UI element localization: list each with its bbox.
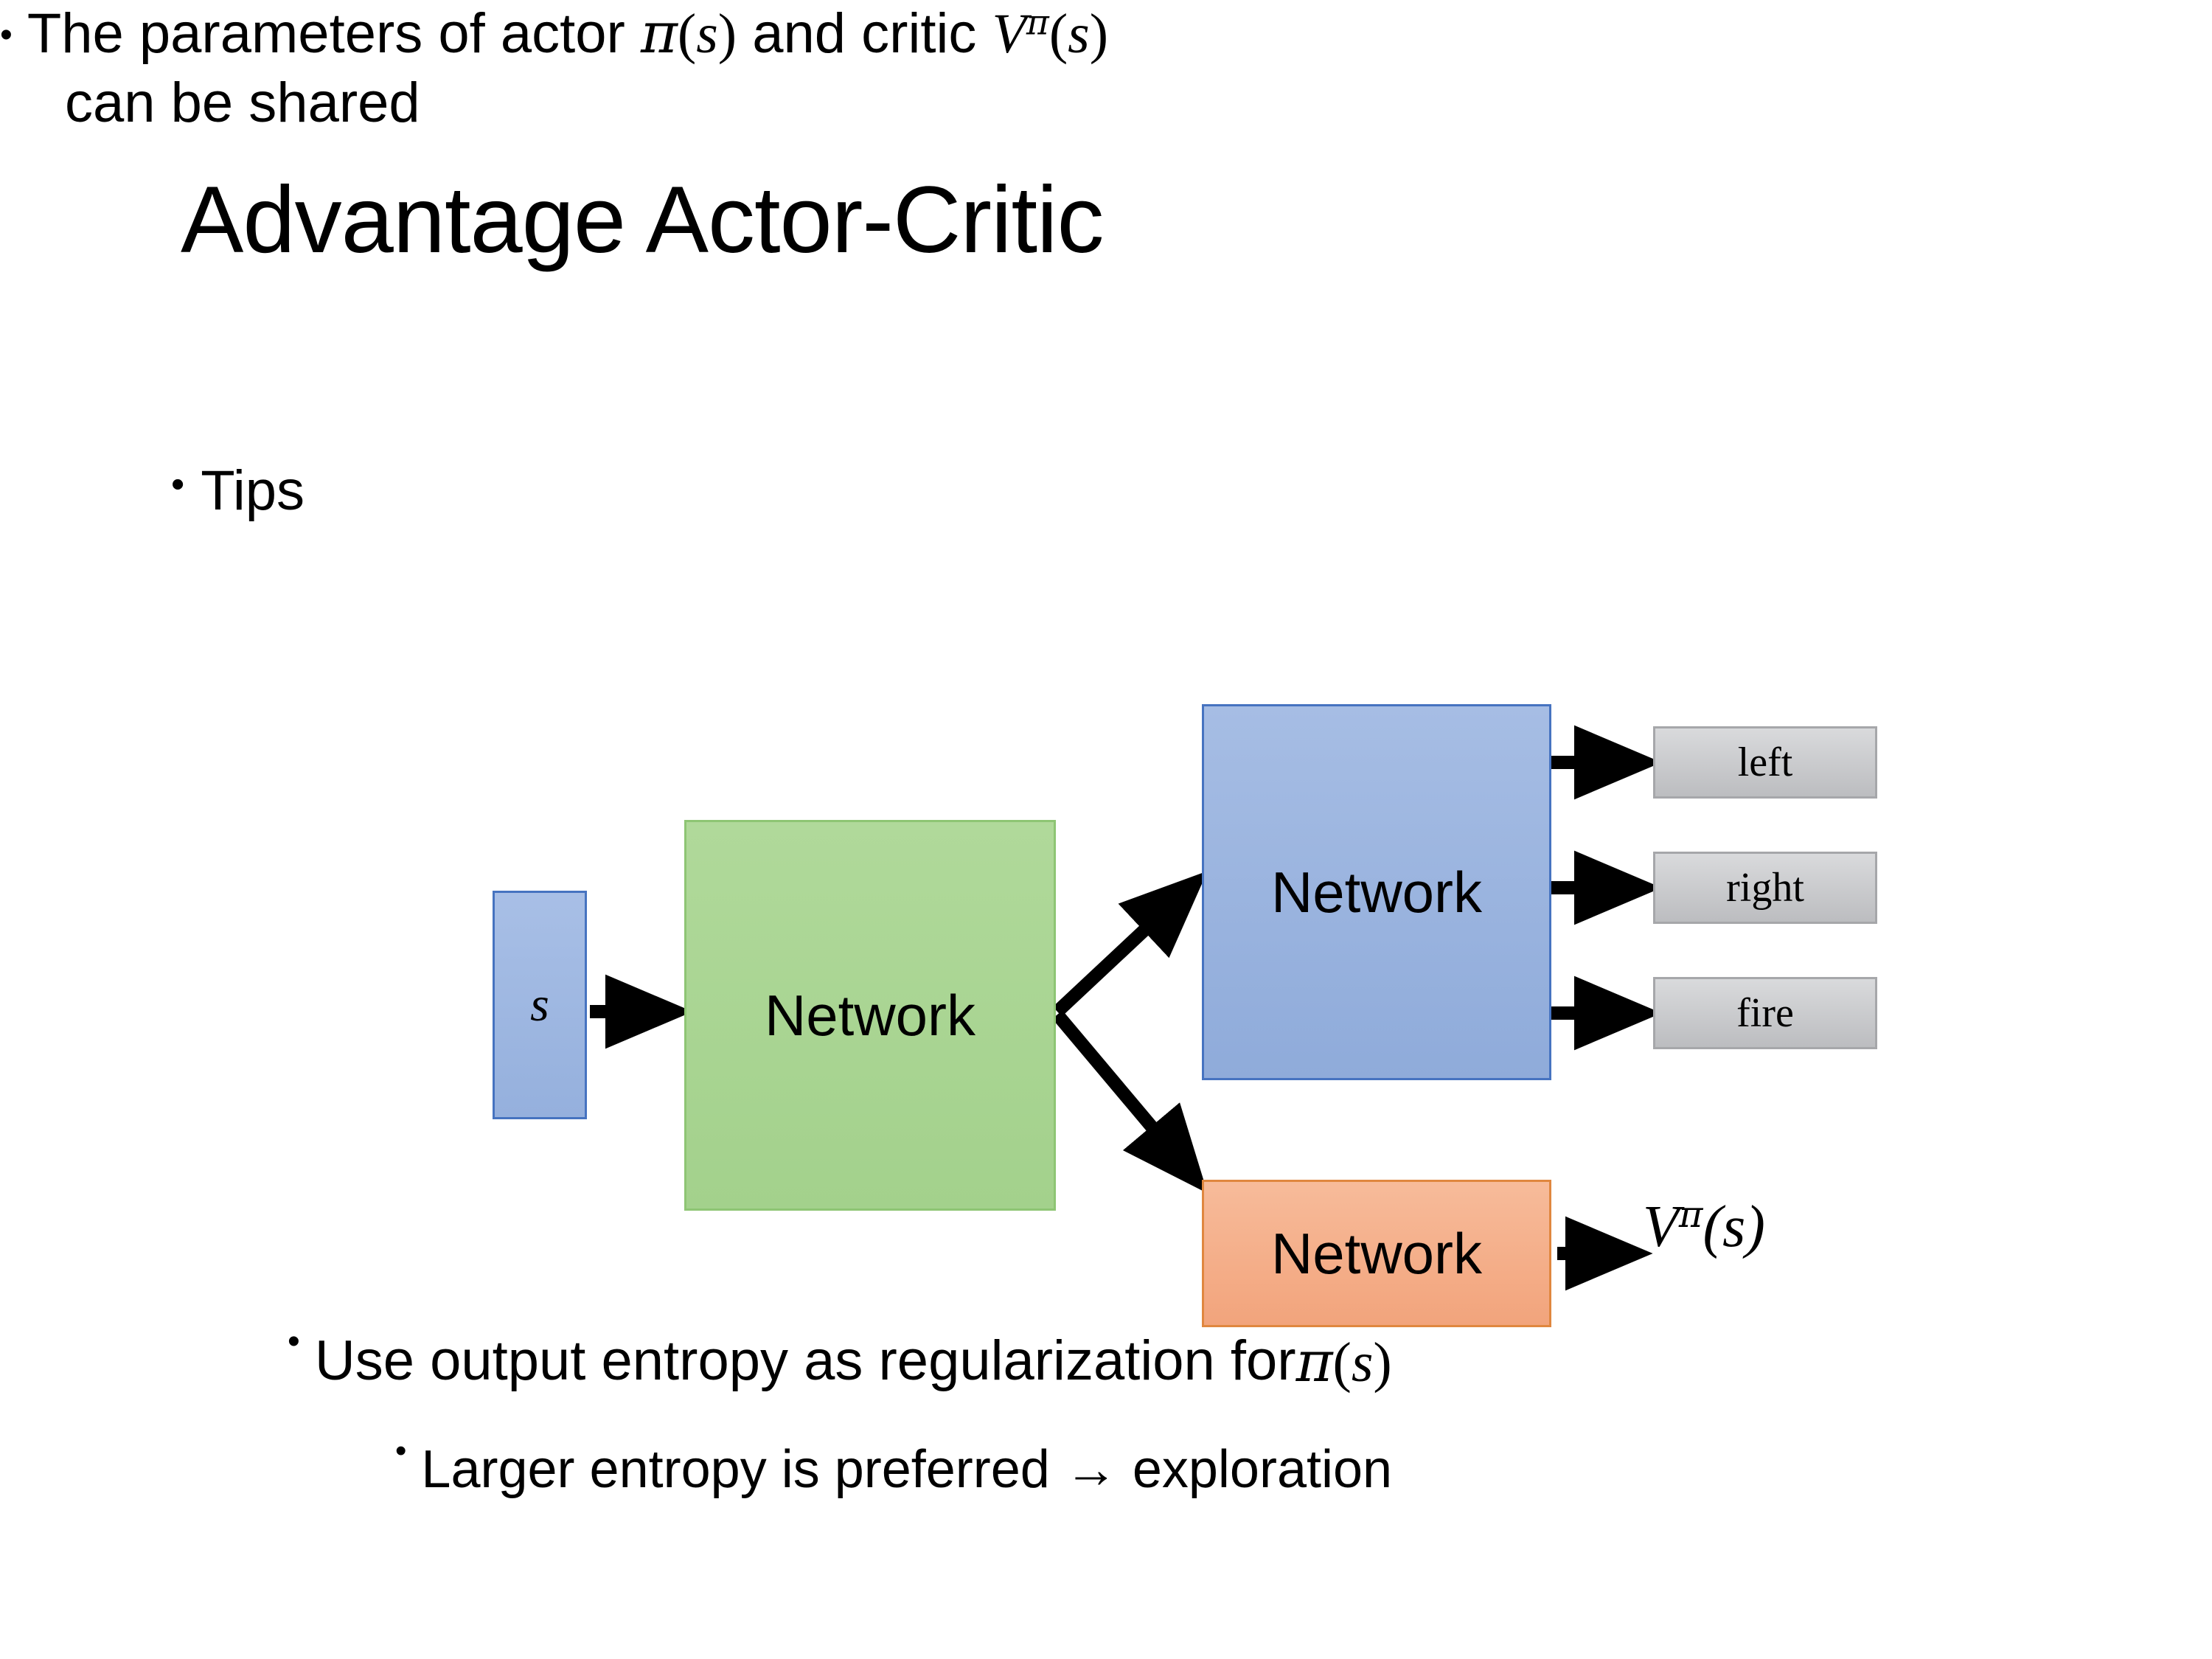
state-input-box: s <box>493 891 587 1119</box>
bullet-marker-icon: • <box>171 463 185 506</box>
action-output-left-label: left <box>1737 740 1793 785</box>
critic-network-label: Network <box>1270 1220 1483 1286</box>
bullet-tips: • Tips <box>171 459 305 523</box>
bullet-entropy-regularization: • Use output entropy as regularization fo… <box>288 1324 1392 1395</box>
bullet-tips-label: Tips <box>201 459 305 522</box>
shared-network-label: Network <box>764 982 976 1048</box>
critic-value-output: Vπ(s) <box>1643 1193 1765 1261</box>
math-critic-value: Vπ(s) <box>992 2 1109 66</box>
action-output-fire-label: fire <box>1736 990 1794 1036</box>
bullet-marker-icon: • <box>0 15 13 55</box>
action-output-right: right <box>1653 852 1877 924</box>
critic-value-exponent: π <box>1678 1193 1703 1236</box>
math-actor-policy: π(s) <box>1295 1329 1392 1394</box>
arrow-shared-to-actor <box>1052 871 1208 1017</box>
shared-network-box: Network <box>684 820 1056 1211</box>
action-output-fire: fire <box>1653 977 1877 1049</box>
arrow-shared-to-critic <box>1052 1010 1208 1194</box>
page-title: Advantage Actor-Critic <box>181 167 1104 273</box>
critic-network-box: Network <box>1202 1180 1551 1327</box>
action-output-right-label: right <box>1726 865 1804 911</box>
critic-value-base: V <box>1643 1194 1679 1259</box>
bullet-parameters-text-mid: and critic <box>737 2 992 65</box>
action-output-left: left <box>1653 726 1877 799</box>
bullet-larger-entropy-text: Larger entropy is preferred → exploratio… <box>421 1440 1393 1499</box>
actor-network-label: Network <box>1270 859 1483 925</box>
math-actor-policy: π(s) <box>640 0 737 66</box>
bullet-entropy-text: Use output entropy as regularization for <box>314 1329 1296 1392</box>
bullet-larger-entropy: • Larger entropy is preferred → explorat… <box>395 1435 1393 1500</box>
critic-value-arg: (s) <box>1703 1194 1765 1259</box>
bullet-parameters-text-pre: The parameters of actor <box>27 2 641 65</box>
actor-network-box: Network <box>1202 704 1551 1080</box>
bullet-marker-icon: • <box>288 1322 300 1361</box>
bullet-marker-icon: • <box>395 1433 407 1469</box>
state-symbol: s <box>530 978 549 1032</box>
bullet-parameters-line2: can be shared <box>65 72 420 134</box>
bullet-parameters-shared: • The parameters of actor π(s) and critic… <box>0 0 2212 135</box>
